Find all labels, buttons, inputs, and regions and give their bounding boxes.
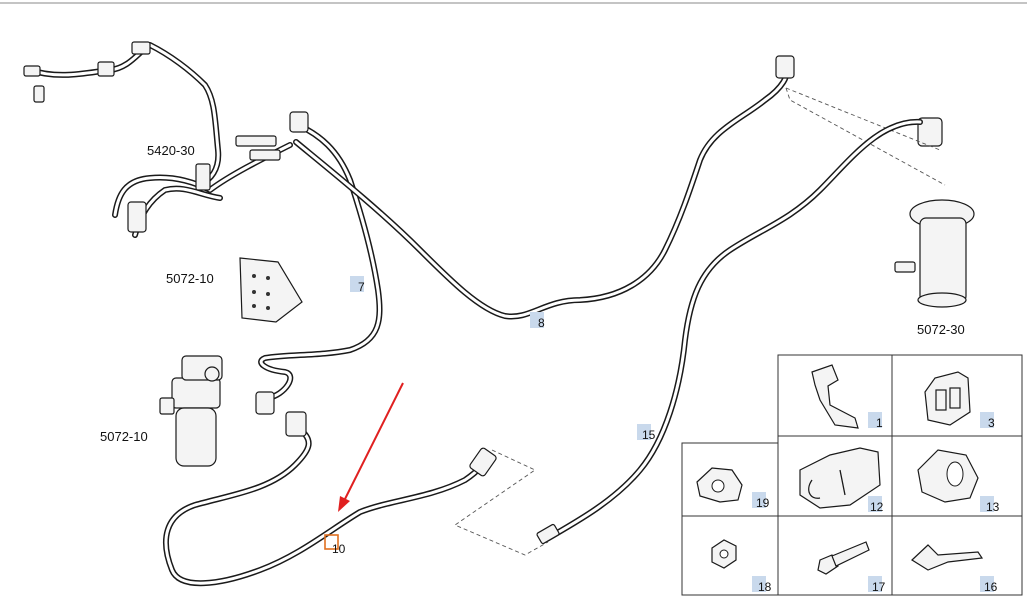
clip-part-13 xyxy=(917,449,979,503)
tag-1 xyxy=(868,412,882,428)
label-5072-10-bottom: 5072-10 xyxy=(100,429,148,444)
tag-12 xyxy=(868,496,882,512)
callout-3: 3 xyxy=(988,416,995,430)
callout-13: 13 xyxy=(986,500,1000,514)
leader-10 xyxy=(454,449,549,556)
nut-part-18 xyxy=(711,539,737,569)
highlight-box-10 xyxy=(324,534,339,550)
callout-1: 1 xyxy=(876,416,883,430)
callout-10: 10 xyxy=(332,542,346,556)
hose-15 xyxy=(536,118,923,545)
bracket-part-16 xyxy=(911,544,984,571)
clip-part-19 xyxy=(696,467,743,503)
red-arrow-icon xyxy=(338,382,404,512)
label-5072-10-top: 5072-10 xyxy=(166,271,214,286)
tag-3 xyxy=(980,412,994,428)
callout-17: 17 xyxy=(872,580,886,594)
tag-7 xyxy=(350,276,364,292)
tag-8 xyxy=(530,312,544,328)
clip-part-3 xyxy=(924,371,971,426)
harness-5420-30 xyxy=(23,41,293,238)
hose-10 xyxy=(163,411,497,587)
callout-12: 12 xyxy=(870,500,884,514)
callout-18: 18 xyxy=(758,580,772,594)
tag-19 xyxy=(752,492,766,508)
callout-16: 16 xyxy=(984,580,998,594)
callout-19: 19 xyxy=(756,496,770,510)
callout-7: 7 xyxy=(358,280,365,294)
callout-8: 8 xyxy=(538,316,545,330)
hose-8 xyxy=(293,55,795,320)
hose-7 xyxy=(255,111,383,415)
tag-13 xyxy=(980,496,994,512)
fuel-filter-5072-10 xyxy=(159,355,223,467)
bracket-5072-10 xyxy=(239,257,303,323)
tag-16 xyxy=(980,576,994,592)
bolt-part-17 xyxy=(817,541,870,575)
tag-18 xyxy=(752,576,766,592)
tag-17 xyxy=(868,576,882,592)
tag-15 xyxy=(637,424,651,440)
clip-part-1 xyxy=(811,364,859,429)
detail-grid xyxy=(681,354,1023,596)
fuel-pump-5072-30 xyxy=(894,117,975,308)
label-5072-30: 5072-30 xyxy=(917,322,965,337)
callout-15: 15 xyxy=(642,428,656,442)
label-5420-30: 5420-30 xyxy=(147,143,195,158)
clip-part-12 xyxy=(799,447,881,509)
